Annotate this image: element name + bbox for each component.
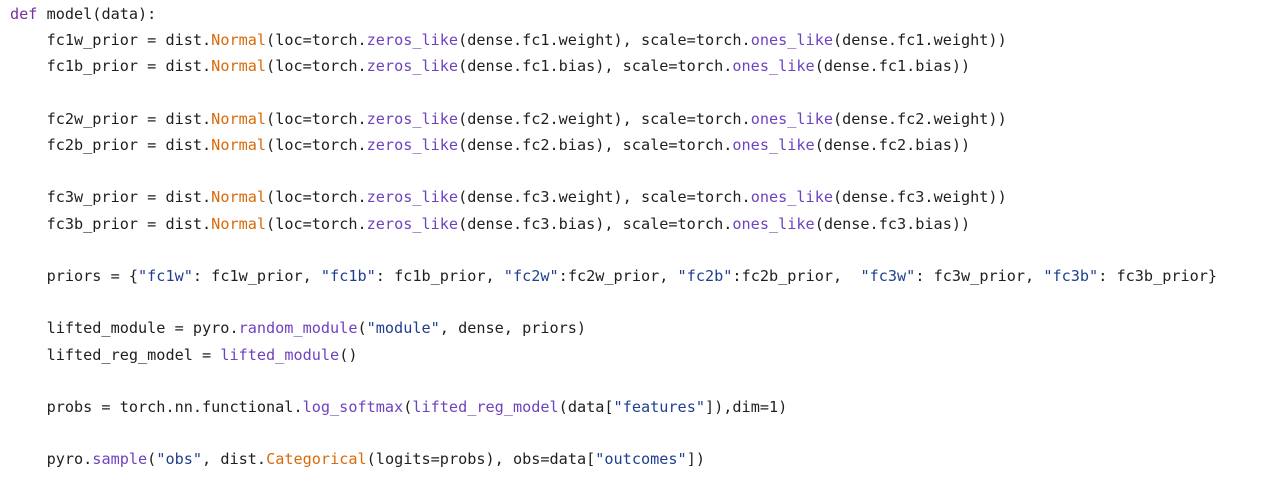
code-line: fc2w_prior = dist.Normal(loc=torch.zeros…: [10, 108, 1007, 130]
code-token: (dense.fc1.bias), scale=torch.: [458, 57, 733, 76]
code-token: (dense.fc1.bias)): [814, 57, 971, 76]
code-token: probs = torch.nn.functional.: [10, 398, 303, 416]
code-line: pyro.sample("obs", dist.Categorical(logi…: [10, 448, 705, 470]
code-line: fc2b_prior = dist.Normal(loc=torch.zeros…: [10, 134, 971, 156]
code-token: Normal: [211, 57, 267, 76]
code-token: Normal: [211, 31, 267, 50]
code-token: (dense.fc2.bias)): [814, 136, 971, 154]
code-token: fc1w_prior = dist.: [10, 31, 212, 50]
code-token: fc2w_prior = dist.: [10, 109, 212, 128]
code-token: "module": [366, 319, 440, 338]
code-token: : fc3w_prior,: [915, 267, 1044, 285]
code-token: "fc1w": [138, 267, 193, 285]
code-token: (: [147, 450, 157, 469]
code-token: (loc=torch.: [266, 136, 367, 154]
code-token: :fc2b_prior,: [732, 267, 861, 285]
code-token: (dense.fc1.weight), scale=torch.: [458, 31, 751, 50]
code-token: (dense.fc2.weight)): [832, 109, 1007, 128]
code-token: "outcomes": [595, 450, 687, 469]
code-token: Normal: [211, 136, 267, 154]
code-token: lifted_reg_model: [412, 398, 559, 416]
code-token: zeros_like: [366, 31, 459, 50]
code-token: Normal: [211, 109, 267, 128]
code-token: (: [403, 398, 413, 416]
code-token: fc2b_prior = dist.: [10, 136, 212, 154]
code-token: (loc=torch.: [266, 57, 367, 76]
code-token: "fc2w": [503, 267, 559, 285]
code-token: ]): [686, 450, 705, 469]
code-token: model(data):: [37, 5, 157, 23]
code-token: : fc1w_prior,: [192, 267, 321, 285]
code-token: Normal: [211, 188, 267, 207]
code-token: (dense.fc1.weight)): [832, 31, 1007, 50]
code-token: zeros_like: [366, 57, 459, 76]
code-token: : fc1b_prior,: [375, 267, 504, 285]
code-token: lifted_module: [220, 345, 340, 364]
code-token: (dense.fc2.weight), scale=torch.: [458, 109, 751, 128]
code-token: (logits=probs), obs=data[: [366, 450, 596, 469]
code-token: ones_like: [750, 31, 833, 50]
code-token: ones_like: [750, 109, 833, 128]
code-token: (): [339, 345, 358, 364]
code-token: log_softmax: [302, 398, 404, 416]
code-token: ones_like: [750, 188, 833, 207]
code-token: (loc=torch.: [266, 31, 367, 50]
code-token: ones_like: [732, 57, 815, 76]
code-token: (: [357, 319, 367, 338]
code-line: fc3w_prior = dist.Normal(loc=torch.zeros…: [10, 186, 1007, 208]
code-token: zeros_like: [366, 109, 459, 128]
code-line: def model(data):: [10, 3, 156, 25]
code-token: "fc1b": [320, 267, 376, 285]
code-token: def: [10, 5, 38, 23]
code-token: (dense.fc3.weight)): [832, 188, 1007, 207]
code-token: (dense.fc3.bias), scale=torch.: [458, 214, 733, 233]
code-line: fc1w_prior = dist.Normal(loc=torch.zeros…: [10, 29, 1007, 51]
code-token: Categorical: [266, 450, 367, 469]
code-token: (loc=torch.: [266, 188, 367, 207]
code-token: : fc3b_prior}: [1098, 267, 1218, 285]
code-token: fc1b_prior = dist.: [10, 57, 212, 76]
code-token: (data[: [558, 398, 614, 416]
code-token: ones_like: [732, 136, 815, 154]
code-token: fc3w_prior = dist.: [10, 188, 212, 207]
code-token: priors = {: [10, 267, 139, 285]
code-token: sample: [92, 450, 148, 469]
code-token: fc3b_prior = dist.: [10, 214, 212, 233]
code-token: , dist.: [202, 450, 267, 469]
code-line: lifted_module = pyro.random_module("modu…: [10, 317, 587, 339]
code-token: (loc=torch.: [266, 214, 367, 233]
code-line: lifted_reg_model = lifted_module(): [10, 344, 358, 366]
code-token: lifted_module = pyro.: [10, 319, 239, 338]
code-token: ones_like: [732, 214, 815, 233]
code-token: Normal: [211, 214, 267, 233]
code-token: (dense.fc3.weight), scale=torch.: [458, 188, 751, 207]
code-token: "fc2b": [677, 267, 733, 285]
code-token: ]),dim=1): [704, 398, 788, 416]
code-token: random_module: [238, 319, 358, 338]
code-line: priors = {"fc1w": fc1w_prior, "fc1b": fc…: [10, 265, 1218, 287]
code-line: fc1b_prior = dist.Normal(loc=torch.zeros…: [10, 55, 971, 77]
code-token: :fc2w_prior,: [558, 267, 678, 285]
code-token: (dense.fc3.bias)): [814, 214, 971, 233]
code-token: zeros_like: [366, 188, 459, 207]
code-token: "obs": [156, 450, 203, 469]
code-token: (dense.fc2.bias), scale=torch.: [458, 136, 733, 154]
code-token: , dense, priors): [439, 319, 587, 338]
code-line: probs = torch.nn.functional.log_softmax(…: [10, 396, 788, 418]
code-token: lifted_reg_model =: [10, 345, 221, 364]
code-token: zeros_like: [366, 136, 459, 154]
code-token: "fc3w": [860, 267, 916, 285]
code-token: zeros_like: [366, 214, 459, 233]
code-token: "features": [613, 398, 705, 416]
code-line: fc3b_prior = dist.Normal(loc=torch.zeros…: [10, 213, 971, 235]
code-token: (loc=torch.: [266, 109, 367, 128]
code-token: "fc3b": [1043, 267, 1099, 285]
code-token: pyro.: [10, 450, 93, 469]
